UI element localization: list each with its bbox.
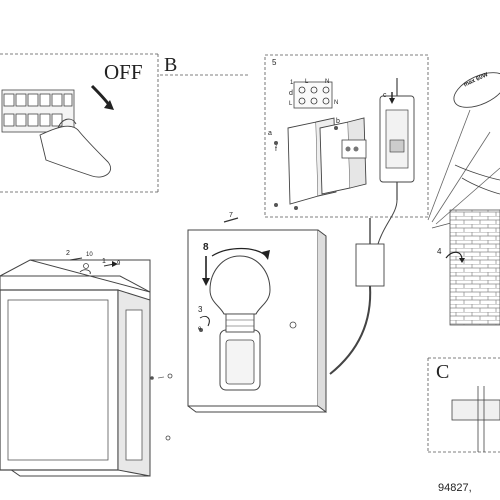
step-7-screw-icon	[223, 217, 239, 223]
panel-b-mounting-plate	[160, 74, 327, 413]
inset-5-letter-l-bottom: L	[289, 101, 293, 107]
panel-b-letter: B	[164, 54, 178, 76]
inset-5-letter-n-top: N	[325, 79, 330, 85]
inset-5-letter-f: f	[275, 146, 277, 153]
inset-5-letter-d: d	[289, 90, 293, 97]
inset-5-letter-n-bottom: N	[334, 100, 339, 106]
bulb-rating-blob	[453, 72, 500, 108]
inset-5-letter-c: c	[383, 92, 387, 99]
off-label: OFF	[104, 60, 143, 84]
step-4-label: 4	[437, 247, 442, 256]
connector-box	[355, 243, 385, 287]
mounting-plate	[287, 121, 319, 205]
step-3-label: 3	[198, 305, 203, 314]
fuse-box	[1, 89, 75, 133]
inset-5-number: 5	[272, 58, 277, 67]
lantern-fixture	[0, 257, 173, 477]
wall-section	[427, 72, 500, 326]
inset-5-letter-1: 1	[290, 80, 294, 86]
inset-5-letter-b: b	[336, 118, 340, 125]
step-4-arrow-icon	[445, 251, 463, 261]
step-9-label: 9	[117, 261, 121, 267]
wall-fitting	[451, 399, 500, 421]
model-number: 94827,	[438, 482, 472, 494]
step-8-label: 8	[203, 242, 209, 253]
panel-c-letter: C	[436, 361, 450, 383]
lantern-glass	[7, 299, 109, 461]
inset-5-wiring-detail	[264, 54, 429, 218]
step-1-label: 1	[102, 258, 106, 265]
step-3-sub-label: e	[198, 326, 202, 332]
step-2-label: 2	[66, 250, 70, 257]
off-arrow-icon	[90, 84, 112, 107]
cable-and-connector	[329, 199, 398, 375]
inset-5-letter-l-top: L	[305, 79, 309, 85]
panel-a-switch-off	[0, 53, 159, 193]
panel-c	[427, 357, 500, 453]
rotate-arrow-icon	[211, 247, 267, 257]
step-3-arrow-icon	[199, 315, 210, 327]
inset-5-letter-a: a	[268, 130, 272, 137]
hand-icon	[39, 125, 112, 178]
light-bulb-icon	[209, 255, 271, 315]
step-10-label: 10	[86, 252, 93, 258]
brick-wall	[449, 209, 500, 326]
step-7-label: 7	[229, 212, 233, 219]
